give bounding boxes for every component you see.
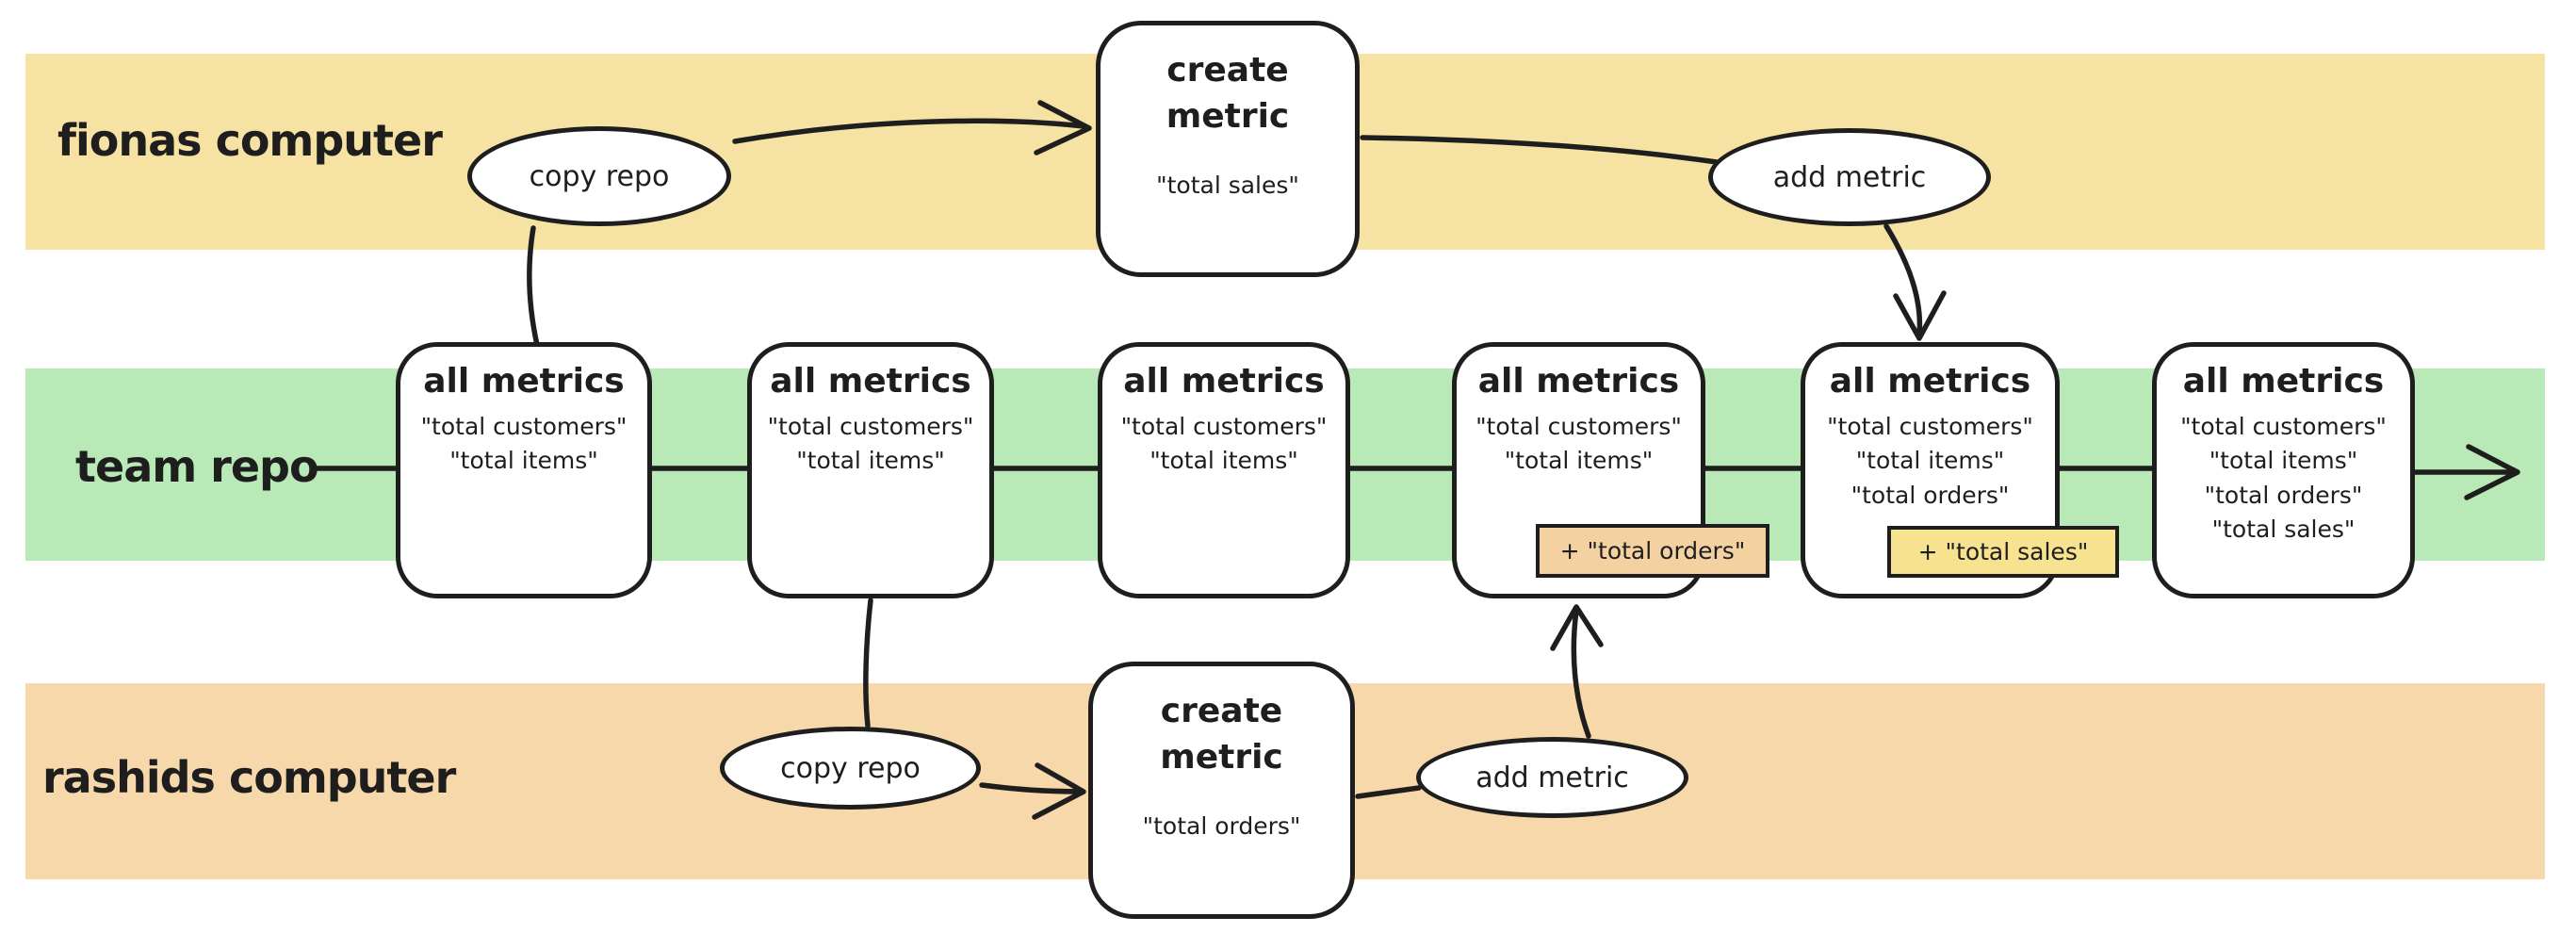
node-title: create metric [1160,692,1283,777]
metric-line: "total customers" [1120,413,1328,440]
metric-line: "total customers" [767,413,974,440]
line-create-metric-rashid-to-add-metric [1355,785,1422,799]
lane-label-fionas-computer: fionas computer [57,115,443,166]
all-metrics-node-1: all metrics "total customers" "total ite… [396,342,652,598]
metric-line: "total customers" [1827,413,2033,440]
lane-label-team-repo: team repo [75,441,319,492]
node-title: create metric [1166,51,1290,136]
metric-line: "total customers" [1475,413,1682,440]
create-metric-node-rashid: create metric "total orders" [1088,662,1355,919]
node-title: all metrics [770,362,971,401]
node-title: all metrics [2182,362,2385,401]
create-metric-node-fiona: create metric "total sales" [1096,21,1360,277]
metric-line: "total sales" [1156,172,1299,200]
added-metric-tag-total-sales: + "total sales" [1887,526,2119,578]
metric-line: "total customers" [2180,413,2387,440]
ellipse-add-metric-rashid: add metric [1416,737,1688,818]
metric-line: "total orders" [2204,481,2363,509]
arrow-add-metric-rashid-to-state-4 [1550,604,1604,739]
node-title: all metrics [1829,362,2031,401]
metric-line: "total items" [449,447,598,475]
arrow-copy-repo-rashid-to-create-metric [979,762,1086,820]
arrow-add-metric-fiona-to-state-5 [1883,223,1947,341]
metric-line: "total orders" [1142,812,1301,841]
metric-line: "total items" [796,447,945,475]
added-metric-tag-total-orders: + "total orders" [1536,524,1769,578]
metric-line: "total items" [1855,447,2005,475]
ellipse-copy-repo-rashid: copy repo [720,727,981,810]
metric-line: "total items" [2209,447,2358,475]
all-metrics-node-2: all metrics "total customers" "total ite… [747,342,994,598]
metric-line: "total items" [1149,447,1298,475]
metric-line: "total orders" [1850,481,2010,509]
node-title: all metrics [423,362,625,401]
ellipse-add-metric-fiona: add metric [1708,128,1991,226]
node-title: all metrics [1123,362,1325,401]
metric-line: "total customers" [420,413,628,440]
arrow-copy-repo-fiona-to-create-metric [732,100,1092,156]
ellipse-copy-repo-fiona: copy repo [467,126,731,226]
lane-label-rashids-computer: rashids computer [42,752,456,803]
metric-line: "total sales" [2211,515,2356,543]
line-create-metric-fiona-to-add-metric [1360,135,1720,165]
all-metrics-node-3: all metrics "total customers" "total ite… [1098,342,1350,598]
line-state-2-to-copy-repo-rashid [863,597,873,728]
line-state-1-to-copy-repo-fiona [527,225,540,348]
arrow-state-6-onward [2412,444,2520,500]
node-title: all metrics [1477,362,1680,401]
metric-line: "total items" [1504,447,1654,475]
all-metrics-node-6: all metrics "total customers" "total ite… [2152,342,2415,598]
